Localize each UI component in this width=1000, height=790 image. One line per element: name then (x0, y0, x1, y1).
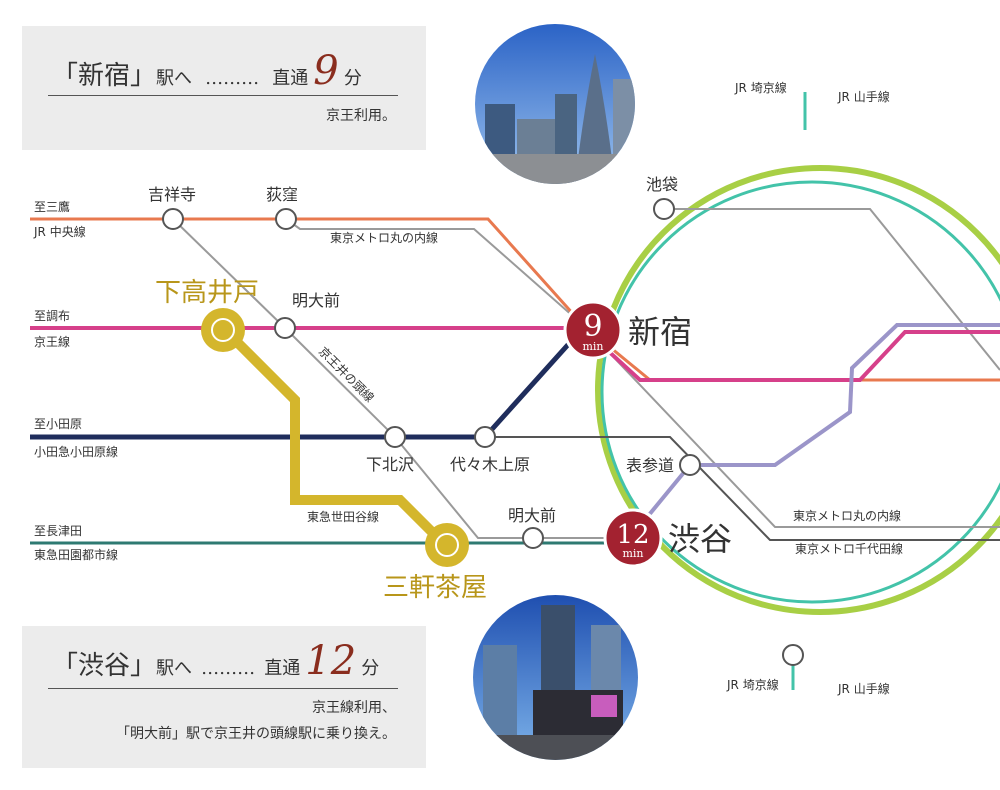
jr-saikyo-ring (600, 180, 1000, 604)
station-markers (162, 198, 804, 666)
shibuya-unit: 分 (361, 658, 380, 679)
label-setagaya: 東急世田谷線 (307, 509, 379, 524)
shibuya-note-line2: 「明大前」駅で京王井の頭線駅に乗り換え。 (116, 726, 396, 742)
label-marunouchi-top: 東京メトロ丸の内線 (330, 230, 438, 245)
ikebukuro-line (664, 208, 1000, 371)
station-sangenjaya-marker[interactable] (425, 523, 469, 567)
label-meidaimae-bottom: 明大前 (508, 506, 556, 525)
label-chiyoda-right: 東京メトロ千代田線 (795, 541, 903, 556)
station-shinjuku-badge[interactable]: 9 min (563, 300, 623, 360)
label-ikebukuro: 池袋 (646, 175, 678, 194)
shinjuku-bracket-station: 「新宿」 (52, 61, 157, 91)
station-omotesando-marker[interactable] (679, 454, 701, 476)
label-odakyu-name: 小田急小田原線 (34, 444, 118, 459)
label-shimokitazawa: 下北沢 (366, 455, 414, 474)
station-shimotakaido-marker[interactable] (201, 308, 245, 352)
keio-line (30, 326, 1000, 382)
shibuya-bracket-station: 「渋谷」 (52, 651, 157, 681)
station-jr-bottom-marker[interactable] (782, 644, 804, 666)
shibuya-to: 駅へ (156, 658, 193, 679)
shibuya-min-unit: min (622, 547, 643, 560)
odakyu-line (30, 326, 585, 440)
label-sangenjaya: 三軒茶屋 (383, 573, 487, 603)
station-meidaimae-top-marker[interactable] (274, 317, 296, 339)
shibuya-minutes: 12 (616, 520, 649, 550)
label-shimotakaido: 下高井戸 (155, 278, 259, 308)
label-omotesando: 表参道 (626, 456, 674, 475)
shinjuku-to: 駅へ (156, 68, 193, 89)
label-yoyogiuehara: 代々木上原 (450, 455, 530, 474)
station-shimokitazawa-marker[interactable] (384, 426, 406, 448)
label-keio-name: 京王線 (34, 334, 70, 349)
label-saikyo-bottom: JR 埼京線 (726, 677, 779, 692)
inokashira-line (172, 218, 630, 539)
label-odakyu-to: 至小田原 (34, 417, 82, 431)
shibuya-note-line1: 京王線利用、 (312, 700, 396, 716)
station-ikebukuro-marker[interactable] (653, 198, 675, 220)
label-inokashira: 京王井の頭線 (316, 344, 378, 406)
shinjuku-direct: 直通 (272, 68, 309, 89)
marunouchi-line-east (582, 324, 1000, 528)
label-kichijoji: 吉祥寺 (148, 185, 196, 204)
shinjuku-access-box: 「新宿」駅へ ……… 直通 9 分 京王利用。 (22, 26, 426, 150)
shinjuku-minutes: 9 (583, 309, 602, 344)
label-denen-name: 東急田園都市線 (34, 547, 118, 562)
station-yoyogiuehara-marker[interactable] (474, 426, 496, 448)
shinjuku-note: 京王利用。 (326, 108, 396, 124)
shibuya-direct: 直通 (264, 658, 301, 679)
setagaya-line (221, 326, 449, 549)
shibuya-access-heading: 「渋谷」駅へ ……… 直通 12 分 (52, 638, 379, 684)
shinjuku-access-heading: 「新宿」駅へ ……… 直通 9 分 (52, 48, 362, 94)
shinjuku-city-photo (475, 24, 635, 184)
shibuya-rule (48, 688, 398, 689)
label-denen-to: 至長津田 (34, 524, 82, 538)
shibuya-access-minutes: 12 (305, 638, 357, 684)
label-saikyo-top: JR 埼京線 (734, 80, 787, 95)
shinjuku-min-unit: min (582, 340, 603, 353)
chiyoda-line (485, 436, 1000, 541)
station-kichijoji-marker[interactable] (162, 208, 184, 230)
label-yamanote-bottom: JR 山手線 (837, 681, 890, 696)
shibuya-access-box: 「渋谷」駅へ ……… 直通 12 分 京王線利用、 「明大前」駅で京王井の頭線駅… (22, 626, 426, 768)
shinjuku-access-minutes: 9 (313, 48, 339, 94)
shibuya-city-photo (473, 595, 638, 760)
label-marunouchi-right: 東京メトロ丸の内線 (793, 508, 901, 523)
label-shibuya: 渋谷 (668, 520, 732, 558)
station-shibuya-badge[interactable]: 12 min (603, 508, 663, 568)
label-chuo-to: 至三鷹 (34, 199, 70, 214)
shinjuku-dots: ……… (205, 68, 260, 89)
label-yamanote-top: JR 山手線 (837, 89, 890, 104)
label-shinjuku: 新宿 (628, 313, 692, 351)
label-ogikubo: 荻窪 (266, 185, 298, 204)
label-keio-to: 至調布 (34, 309, 70, 323)
shinjuku-rule (48, 95, 398, 96)
station-ogikubo-marker[interactable] (275, 208, 297, 230)
label-meidaimae-top: 明大前 (292, 291, 340, 310)
shibuya-dots: ……… (201, 658, 256, 679)
label-chuo-name: JR 中央線 (33, 224, 86, 239)
jr-yamanote-line (595, 165, 1000, 615)
station-meidaimae-bottom-marker[interactable] (522, 527, 544, 549)
shinjuku-unit: 分 (343, 68, 362, 89)
